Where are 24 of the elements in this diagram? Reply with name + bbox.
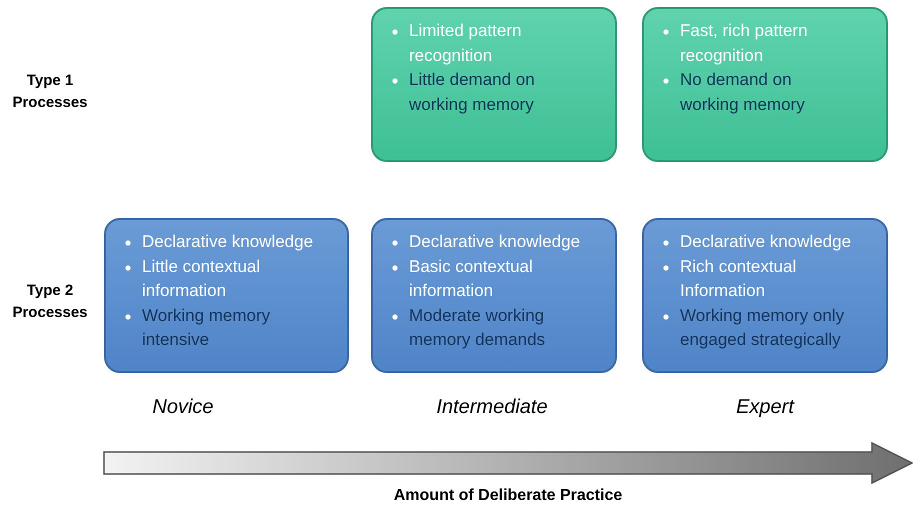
bullet-text: No demand on working memory [680,70,805,114]
bullet-text: Working memory only engaged strategically [680,306,844,349]
bullet-text: Declarative knowledge [680,232,852,251]
rounded-box [371,218,617,373]
bullet-text: Little demand on working memory [409,70,535,114]
rounded-box [371,7,617,162]
bullet-text: Little contextual information [142,256,260,300]
bullet-text: Declarative knowledge [142,232,314,251]
row-label: Type 2 Processes [11,281,89,323]
bullet-text: Limited pattern recognition [409,21,522,64]
rounded-box [642,7,888,162]
bullet-text: Moderate working memory demands [409,306,546,349]
rounded-box [642,218,888,373]
bullet-text: Working memory intensive [142,306,270,349]
bullet-text: Rich contextual Information [680,256,796,300]
row-label: Type 1 Processes [11,71,89,113]
stage-label: Expert [735,396,796,418]
stage-label: Novice [151,396,215,418]
bullet-text: Fast, rich pattern recognition [680,21,808,64]
bullet-text: Declarative knowledge [409,232,580,251]
stage-label: Intermediate [435,396,549,418]
bullet-text: Basic contextual information [409,256,533,300]
rounded-box [104,218,349,373]
axis-label: Amount of Deliberate Practice [392,486,624,506]
